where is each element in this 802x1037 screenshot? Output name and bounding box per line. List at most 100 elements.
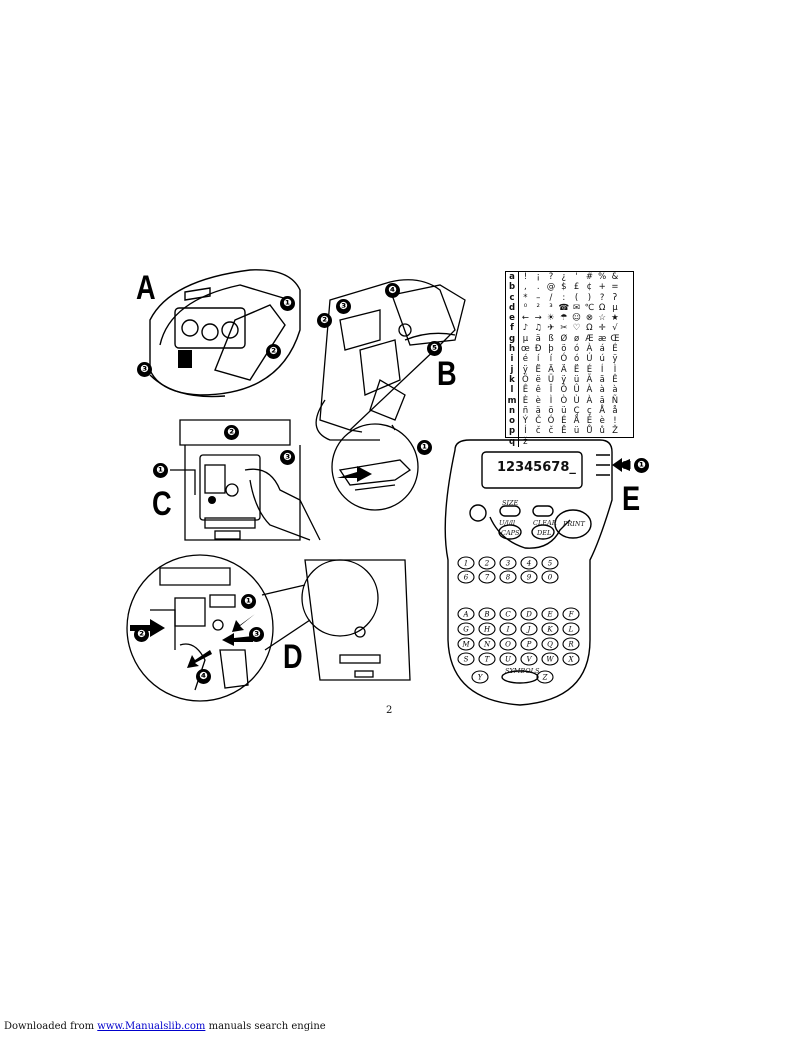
keypad-key[interactable]: S: [457, 652, 475, 666]
manualslib-link[interactable]: www.Manualslib.com: [97, 1021, 206, 1032]
symbol-cell: +: [598, 282, 606, 293]
keypad-key[interactable]: W: [541, 652, 559, 666]
symbol-cell: ç: [587, 405, 592, 416]
symbol-cell: ä: [535, 405, 541, 416]
symbol-cell: ú: [599, 354, 605, 365]
keypad-key[interactable]: K: [541, 622, 559, 636]
symbol-cell: ?: [599, 292, 605, 303]
symbol-cell: Ω: [598, 302, 606, 313]
keypad-key[interactable]: 6: [457, 570, 475, 584]
keypad-key-label: E: [546, 611, 552, 619]
keypad-key-label: 0: [548, 574, 553, 582]
symbol-row: e←→☀☂☺⊗☆★: [506, 313, 633, 324]
keypad-key[interactable]: L: [562, 622, 580, 636]
symbol-row-key: i: [506, 354, 519, 365]
keypad-key-label: Y: [478, 674, 484, 682]
symbol-row-key: k: [506, 374, 519, 386]
keypad-key[interactable]: A: [457, 607, 475, 621]
keypad-key[interactable]: 8: [499, 570, 517, 584]
keypad-key[interactable]: G: [457, 622, 475, 636]
keypad-key[interactable]: 1: [457, 556, 475, 570]
symbol-row-key: e: [506, 313, 519, 324]
symbol-cell: Œ: [610, 333, 620, 344]
keypad-key-label: 5: [548, 560, 553, 568]
keypad-key[interactable]: C: [499, 607, 517, 621]
symbol-cell: ä: [535, 333, 541, 344]
symbol-cell: ÿ: [612, 354, 618, 365]
symbol-cell: Ë: [535, 364, 541, 375]
symbol-cell: ♫: [534, 323, 542, 334]
keypad-key[interactable]: 9: [520, 570, 538, 584]
callout-a-2: ❷: [266, 344, 281, 359]
symbol-cell: è: [535, 395, 541, 406]
keypad-key[interactable]: O: [499, 637, 517, 651]
keypad-key[interactable]: U: [499, 652, 517, 666]
symbol-cell: Ω: [586, 323, 593, 334]
callout-d-3: ❸: [249, 627, 264, 642]
keypad-key[interactable]: E: [541, 607, 559, 621]
keypad-key[interactable]: F: [562, 607, 580, 621]
keypad-key[interactable]: Q: [541, 637, 559, 651]
symbol-cell: è: [599, 416, 605, 427]
keypad-key[interactable]: J: [520, 622, 538, 636]
keypad-key-label: O: [505, 641, 511, 649]
symbol-cell: ¡: [536, 272, 540, 282]
symbol-cell: á: [599, 344, 605, 355]
symbol-cell: ü: [561, 405, 567, 416]
callout-c-2: ❷: [224, 425, 239, 440]
symbol-cell: Ó: [547, 416, 555, 427]
symbol-cell: Ù: [573, 395, 580, 406]
symbol-row-key: n: [506, 405, 519, 417]
keypad-key[interactable]: 0: [541, 570, 559, 584]
symbol-cell: ?: [548, 272, 554, 282]
footer: Downloaded from www.Manualslib.com manua…: [4, 1021, 326, 1032]
symbol-cell: ☎: [558, 302, 570, 313]
keypad-key[interactable]: 5: [541, 556, 559, 570]
keypad-key-label: 8: [506, 574, 511, 582]
keypad-key[interactable]: X: [562, 652, 580, 666]
keypad-key[interactable]: 7: [478, 570, 496, 584]
keypad-key[interactable]: D: [520, 607, 538, 621]
keypad-key[interactable]: Y: [471, 670, 489, 684]
symbol-row-key: o: [506, 416, 519, 427]
symbol-cell: ¢: [586, 282, 593, 293]
keypad-key[interactable]: N: [478, 637, 496, 651]
symbol-cell: č: [548, 426, 554, 437]
keypad-key[interactable]: M: [457, 637, 475, 651]
keypad-key[interactable]: 3: [499, 556, 517, 570]
lcd-display-text: 12345678_: [497, 460, 576, 475]
symbol-cell: Ç: [573, 405, 580, 416]
symbol-cell: ê: [535, 385, 541, 396]
symbol-cell: Ð: [534, 344, 542, 355]
keypad-key-label: J: [526, 626, 532, 634]
symbol-cell: Ü: [547, 374, 555, 385]
keypad-key-label: G: [463, 626, 469, 634]
keypad-key-label: U: [505, 656, 512, 664]
keypad-key[interactable]: R: [562, 637, 580, 651]
keypad-key[interactable]: Z: [536, 670, 554, 684]
keypad-key[interactable]: 4: [520, 556, 538, 570]
symbol-cell: ☺: [572, 313, 582, 324]
keypad-key-label: I: [506, 626, 510, 634]
keypad-key[interactable]: P: [520, 637, 538, 651]
keypad-key[interactable]: V: [520, 652, 538, 666]
keypad-key[interactable]: T: [478, 652, 496, 666]
keypad-key[interactable]: H: [478, 622, 496, 636]
keypad-key[interactable]: I: [499, 622, 517, 636]
symbol-cell: Ì: [613, 364, 617, 375]
keypad-key-label: 4: [526, 560, 531, 568]
symbol-cell: &: [611, 272, 619, 282]
symbol-cell: ã: [599, 374, 605, 385]
callout-b-3: ❸: [336, 299, 351, 314]
keypad-key-label: Z: [542, 674, 548, 682]
keypad-key[interactable]: 2: [478, 556, 496, 570]
keypad-key-label: B: [483, 611, 489, 619]
symbol-cell: µ: [522, 333, 529, 344]
keypad-key[interactable]: B: [478, 607, 496, 621]
